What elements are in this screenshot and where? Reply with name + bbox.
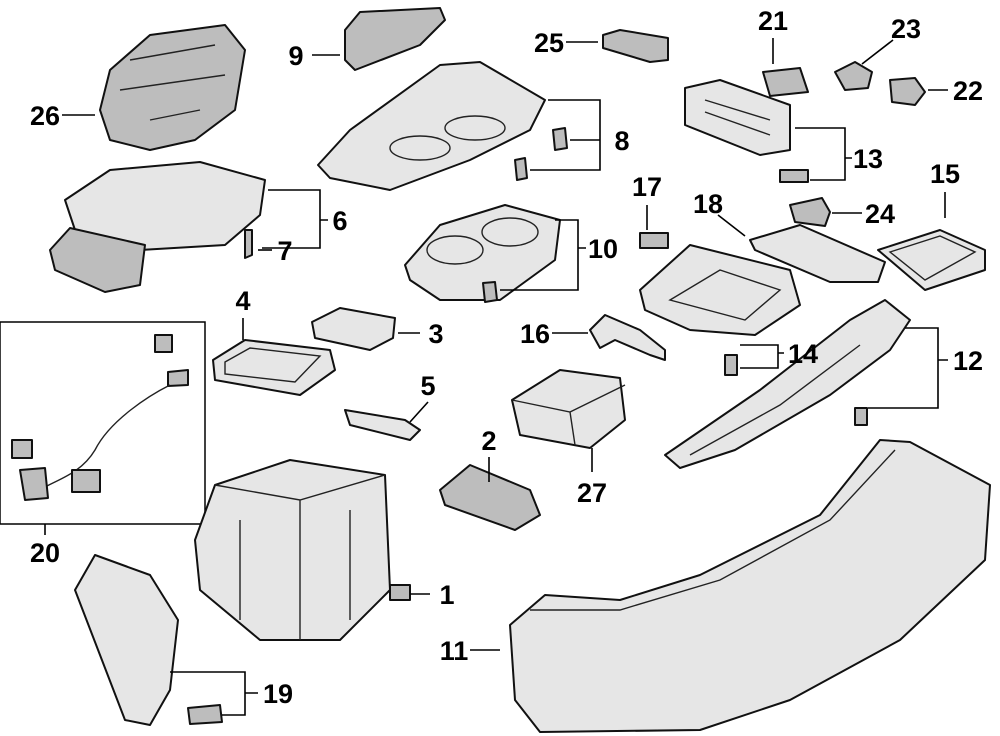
part-14-inner-frame	[639, 244, 801, 376]
callout-19: 19	[263, 679, 293, 709]
callout-11: 11	[440, 636, 469, 666]
part-24-socket	[789, 197, 831, 227]
callout-labels: 1 2 3 4 5 6 7 8 9 10 11 12 13 14 15 16 1…	[30, 6, 983, 709]
callout-13: 13	[853, 144, 883, 174]
part-12-trim-panel	[664, 299, 911, 469]
callout-4: 4	[235, 286, 250, 316]
part-8-console-panel	[317, 61, 568, 191]
part-18-bracket	[749, 224, 886, 283]
callout-7: 7	[277, 236, 292, 266]
callout-15: 15	[930, 159, 960, 189]
part-25-switch	[602, 29, 669, 63]
part-22-plug	[889, 77, 926, 106]
callout-14: 14	[788, 339, 818, 369]
callout-2: 2	[481, 426, 496, 456]
part-1-console-box	[194, 459, 411, 641]
part-5-bracket	[344, 409, 421, 441]
part-4-tray	[212, 339, 336, 396]
callout-6: 6	[332, 206, 347, 236]
callout-27: 27	[577, 478, 607, 508]
part-3-tray	[311, 307, 396, 351]
part-27-module	[511, 369, 626, 449]
callout-18: 18	[693, 189, 723, 219]
part-15-mat	[877, 229, 986, 291]
callout-12: 12	[953, 346, 983, 376]
part-19-lid	[74, 554, 223, 726]
callout-17: 17	[632, 172, 662, 202]
callout-25: 25	[534, 28, 564, 58]
callout-9: 9	[288, 41, 303, 71]
callout-21: 21	[758, 6, 788, 36]
part-9-bezel	[344, 7, 446, 71]
callout-10: 10	[588, 234, 618, 264]
callout-20: 20	[30, 538, 60, 568]
callout-26: 26	[30, 101, 60, 131]
part-26-shifter-assembly	[99, 24, 246, 151]
leader-lines	[44, 38, 948, 716]
part-13-control-panel	[684, 79, 809, 183]
part-20-harness	[0, 321, 206, 525]
part-10-cupholder	[404, 204, 561, 303]
part-17-clip	[639, 232, 669, 249]
callout-24: 24	[865, 199, 895, 229]
callout-1: 1	[439, 580, 454, 610]
part-21-switch	[762, 67, 809, 97]
callout-23: 23	[891, 14, 921, 44]
part-23-knob	[834, 61, 873, 91]
part-16-bracket	[589, 314, 666, 361]
part-11-console-body	[509, 439, 991, 733]
callout-22: 22	[953, 76, 983, 106]
part-6-armrest	[49, 161, 266, 293]
callout-3: 3	[428, 319, 443, 349]
part-2-bracket	[439, 464, 541, 531]
callout-5: 5	[420, 371, 435, 401]
callout-8: 8	[614, 126, 629, 156]
callout-16: 16	[520, 319, 550, 349]
